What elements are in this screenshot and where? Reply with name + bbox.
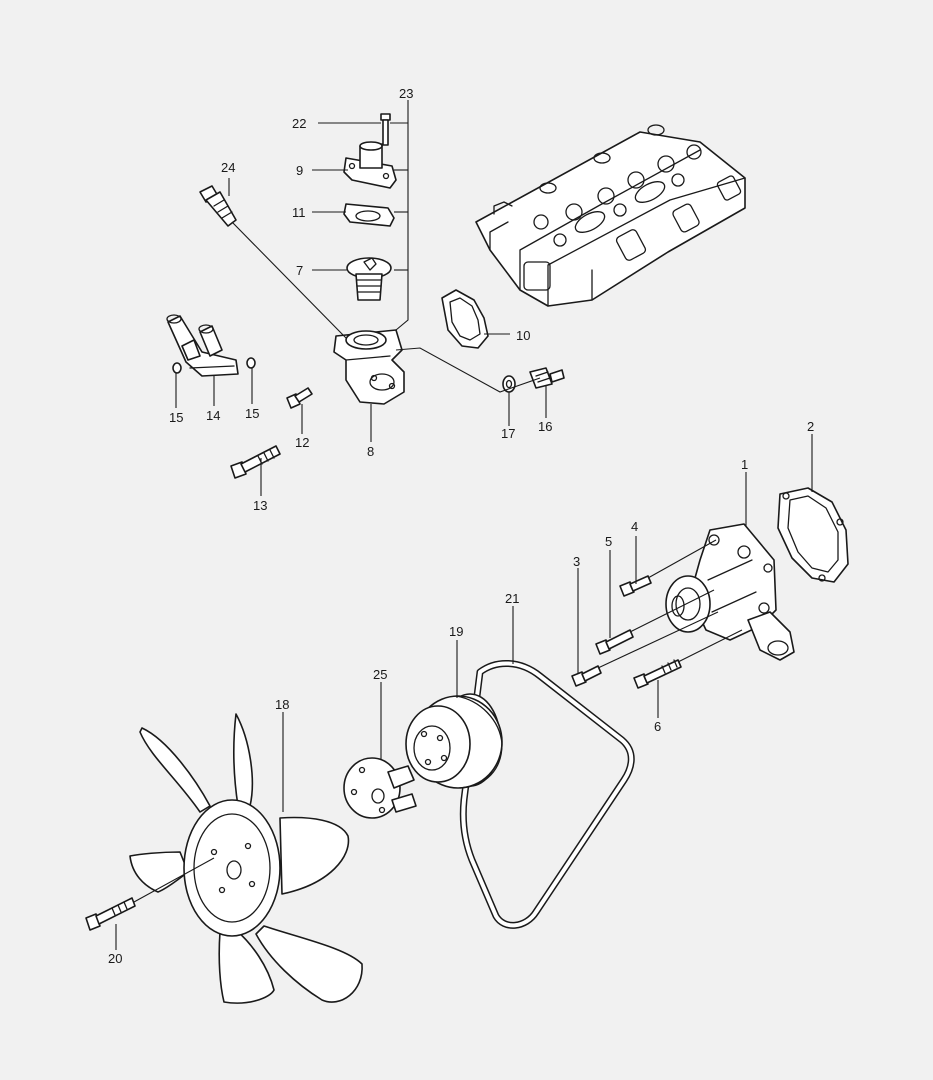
bolt-13 (230, 445, 281, 479)
o-ring-15-right (246, 357, 256, 369)
callout-3: 3 (573, 554, 580, 569)
callout-20: 20 (108, 951, 122, 966)
temperature-switch-16 (529, 367, 565, 389)
callout-22: 22 (292, 116, 306, 131)
callout-9: 9 (296, 163, 303, 178)
callout-10: 10 (516, 328, 530, 343)
water-pump-1 (665, 523, 795, 661)
callout-18: 18 (275, 697, 289, 712)
callout-5: 5 (605, 534, 612, 549)
leader-lines (115, 100, 813, 950)
thermostat-cover-9 (343, 141, 397, 189)
v-belt-21 (459, 659, 635, 929)
bolt-5 (595, 629, 634, 655)
thermostat-7 (346, 257, 392, 301)
callout-13: 13 (253, 498, 267, 513)
callout-2: 2 (807, 419, 814, 434)
washer-17 (502, 375, 516, 393)
callout-14: 14 (206, 408, 220, 423)
callout-4: 4 (631, 519, 638, 534)
callout-25: 25 (373, 667, 387, 682)
callout-7: 7 (296, 263, 303, 278)
callout-1: 1 (741, 457, 748, 472)
thermostat-housing-8 (333, 329, 405, 405)
bolt-4 (619, 575, 652, 597)
cylinder-head (475, 124, 746, 307)
callout-15b: 15 (245, 406, 259, 421)
callout-labels: 23 22 9 24 11 7 10 15 14 15 17 16 12 8 1… (108, 86, 814, 966)
callout-19: 19 (449, 624, 463, 639)
callout-11: 11 (292, 205, 306, 220)
callout-23: 23 (399, 86, 413, 101)
bolt-20 (85, 897, 136, 931)
callout-6: 6 (654, 719, 661, 734)
water-pump-gasket-2 (777, 487, 849, 583)
callout-21: 21 (505, 591, 519, 606)
bolt-12 (286, 387, 313, 409)
callout-12: 12 (295, 435, 309, 450)
bolt-3 (571, 665, 602, 687)
o-ring-15-left (172, 362, 182, 374)
pulley-19 (405, 693, 503, 789)
callout-24: 24 (221, 160, 235, 175)
cooling-fan-18 (129, 713, 363, 1004)
bolt-6 (633, 659, 682, 689)
water-pipe-14 (166, 314, 239, 377)
gasket-11 (343, 203, 395, 227)
callout-8: 8 (367, 444, 374, 459)
callout-17: 17 (501, 426, 515, 441)
thermostat-gasket-10 (441, 289, 489, 349)
bolt-22 (380, 113, 391, 146)
callout-15a: 15 (169, 410, 183, 425)
fan-spacer-25 (343, 757, 417, 819)
temperature-sensor-24 (199, 185, 237, 227)
callout-16: 16 (538, 419, 552, 434)
